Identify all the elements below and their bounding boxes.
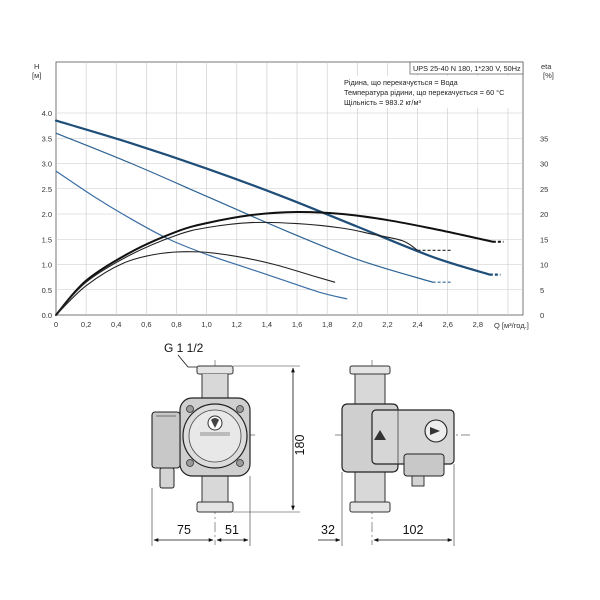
y-tick-label-right: 25 bbox=[540, 185, 548, 194]
top-neck bbox=[201, 374, 229, 399]
y-tick-label-right: 20 bbox=[540, 210, 548, 219]
y-tick-label-right: 30 bbox=[540, 160, 548, 169]
pump-front-view: G 1 1/2 180 75 51 bbox=[151, 341, 307, 546]
x-tick-label: 0,8 bbox=[171, 320, 181, 329]
x-tick-label: 1,0 bbox=[201, 320, 211, 329]
note-density: Щільність = 983.2 кг/м³ bbox=[344, 98, 421, 107]
y-tick-label-left: 3.0 bbox=[42, 160, 52, 169]
screw-icon bbox=[236, 459, 244, 467]
y-tick-label-right: 15 bbox=[540, 235, 548, 244]
note-fluid: Рідина, що перекачується = Вода bbox=[344, 78, 459, 87]
logo-mark-icon bbox=[211, 418, 219, 428]
x-tick-label: 2,2 bbox=[382, 320, 392, 329]
x-tick-label: 1,6 bbox=[292, 320, 302, 329]
x-tick-label: 0,2 bbox=[81, 320, 91, 329]
screw-icon bbox=[236, 405, 244, 413]
x-tick-label: 1,2 bbox=[232, 320, 242, 329]
side-bottom-neck bbox=[354, 469, 386, 503]
curves bbox=[54, 119, 504, 316]
y-tick-label-right: 35 bbox=[540, 134, 548, 143]
efficiency-curve-5 bbox=[55, 221, 419, 316]
brand-plate bbox=[200, 432, 230, 436]
x-tick-label: 1,4 bbox=[262, 320, 272, 329]
left-dimension: 75 bbox=[177, 523, 191, 537]
notes-background bbox=[335, 76, 521, 108]
y-tick-label-right: 0 bbox=[540, 311, 544, 320]
y-tick-label-left: 1.0 bbox=[42, 261, 52, 270]
bottom-nut bbox=[196, 501, 234, 513]
x-tick-label: 2,0 bbox=[352, 320, 362, 329]
y-axis-label-left: H bbox=[34, 62, 39, 71]
x-tick-label: 0 bbox=[54, 320, 58, 329]
y-tick-label-right: 10 bbox=[540, 261, 548, 270]
x-tick-label: 1,8 bbox=[322, 320, 332, 329]
x-tick-label: 2,8 bbox=[473, 320, 483, 329]
x-tick-label: 0,6 bbox=[141, 320, 151, 329]
chart-title: UPS 25-40 N 180, 1*230 V, 50Hz bbox=[413, 64, 521, 73]
x-tick-label: 0,4 bbox=[111, 320, 121, 329]
efficiency-curve-6 bbox=[55, 251, 336, 316]
offset-dimension: 32 bbox=[321, 523, 335, 537]
head-curve-1 bbox=[54, 119, 491, 276]
y-tick-label-left: 0.5 bbox=[42, 286, 52, 295]
x-tick-label: 2,4 bbox=[412, 320, 422, 329]
screw-icon bbox=[186, 459, 194, 467]
y-axis-unit-right: [%] bbox=[543, 71, 554, 80]
note-temperature: Температура рідини, що перекачується = 6… bbox=[344, 88, 504, 97]
y-tick-label-left: 1.5 bbox=[42, 235, 52, 244]
cable-gland bbox=[159, 467, 175, 489]
head-curve-3 bbox=[55, 170, 348, 300]
y-tick-label-right: 5 bbox=[540, 286, 544, 295]
x-tick-label: 2,6 bbox=[442, 320, 452, 329]
side-terminal-box bbox=[403, 453, 445, 477]
middle-dimension: 51 bbox=[225, 523, 239, 537]
ticks: 0 0,2 0,4 0,6 0,8 1,0 1,2 1,4 1,6 1,8 2,0 2,2 2,4 2,6… bbox=[42, 109, 549, 329]
side-bottom-nut bbox=[349, 501, 391, 513]
side-width-dimension: 102 bbox=[403, 523, 424, 537]
flow-arrow-icon bbox=[374, 430, 386, 440]
top-nut bbox=[196, 365, 234, 375]
y-tick-label-left: 2.0 bbox=[42, 210, 52, 219]
selector-arrow-icon bbox=[430, 427, 440, 435]
thread-label: G 1 1/2 bbox=[164, 341, 204, 355]
screw-icon bbox=[186, 405, 194, 413]
x-axis-label: Q [м³/год.] bbox=[494, 321, 529, 330]
thread-leader bbox=[177, 354, 197, 368]
performance-chart: 0 0,2 0,4 0,6 0,8 1,0 1,2 1,4 1,6 1,8 2,0 2,2 2,4 2,6… bbox=[32, 61, 554, 330]
side-top-neck bbox=[354, 373, 386, 405]
efficiency-curve-4 bbox=[55, 210, 494, 316]
y-tick-label-left: 4.0 bbox=[42, 109, 52, 118]
head-curve-2 bbox=[55, 132, 434, 283]
height-dimension: 180 bbox=[293, 435, 307, 456]
y-axis-label-right: eta bbox=[541, 62, 552, 71]
y-tick-label-left: 3.5 bbox=[42, 134, 52, 143]
y-tick-label-left: 0.0 bbox=[42, 311, 52, 320]
pump-side-view: 32 102 bbox=[318, 360, 470, 546]
side-top-nut bbox=[349, 365, 391, 375]
title-box bbox=[409, 61, 524, 75]
side-cable-gland bbox=[411, 475, 425, 487]
y-tick-label-left: 2.5 bbox=[42, 185, 52, 194]
y-axis-unit-left: [м] bbox=[32, 71, 41, 80]
terminal-box bbox=[151, 411, 181, 469]
